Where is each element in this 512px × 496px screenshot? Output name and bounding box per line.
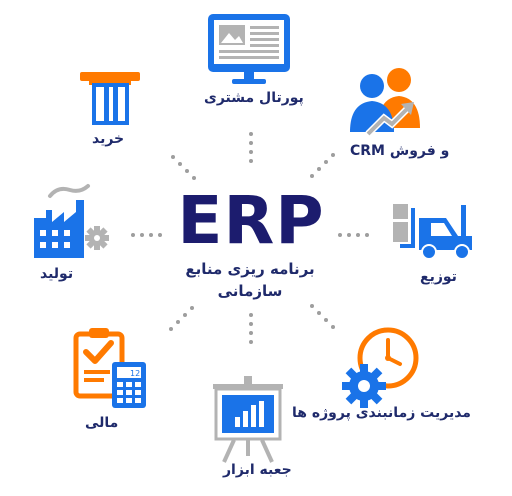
connector-left [131, 233, 162, 237]
connector-bottom-left [169, 306, 194, 331]
factory-icon [34, 184, 109, 258]
connector-top-left [171, 155, 196, 180]
erp-subtitle: برنامه ریزی منابع سازمانی [170, 258, 330, 302]
label-crm-sales: CRM و فروش [350, 143, 450, 159]
label-finance: مالی [85, 415, 119, 431]
forklift-icon [393, 204, 472, 260]
erp-subtitle-line2: سازمانی [217, 282, 283, 300]
label-project-scheduling: مدیریت زمانبندی پروژه ها [292, 405, 471, 421]
svg-text:12: 12 [130, 369, 140, 378]
sales-people-icon [350, 68, 420, 137]
connector-top [249, 132, 253, 163]
label-customer-portal: پورتال مشتری [204, 90, 304, 106]
payment-card-icon [80, 72, 140, 125]
connector-bottom-right [310, 304, 335, 329]
monitor-icon [208, 14, 290, 84]
connector-right [338, 233, 369, 237]
label-purchase: خرید [92, 131, 125, 147]
connector-top-right [310, 153, 335, 178]
label-production: تولید [40, 266, 74, 282]
clipboard-calculator-icon: 12 [73, 328, 146, 408]
erp-title: ERP [177, 182, 325, 259]
clock-gear-icon [342, 327, 419, 408]
erp-subtitle-line1: برنامه ریزی منابع [185, 260, 315, 278]
connector-dots [131, 132, 369, 344]
connector-bottom [249, 313, 253, 344]
presentation-chart-icon [213, 376, 283, 463]
label-toolbox: جعبه ابزار [223, 462, 292, 478]
label-distribution: توزیع [420, 269, 457, 285]
